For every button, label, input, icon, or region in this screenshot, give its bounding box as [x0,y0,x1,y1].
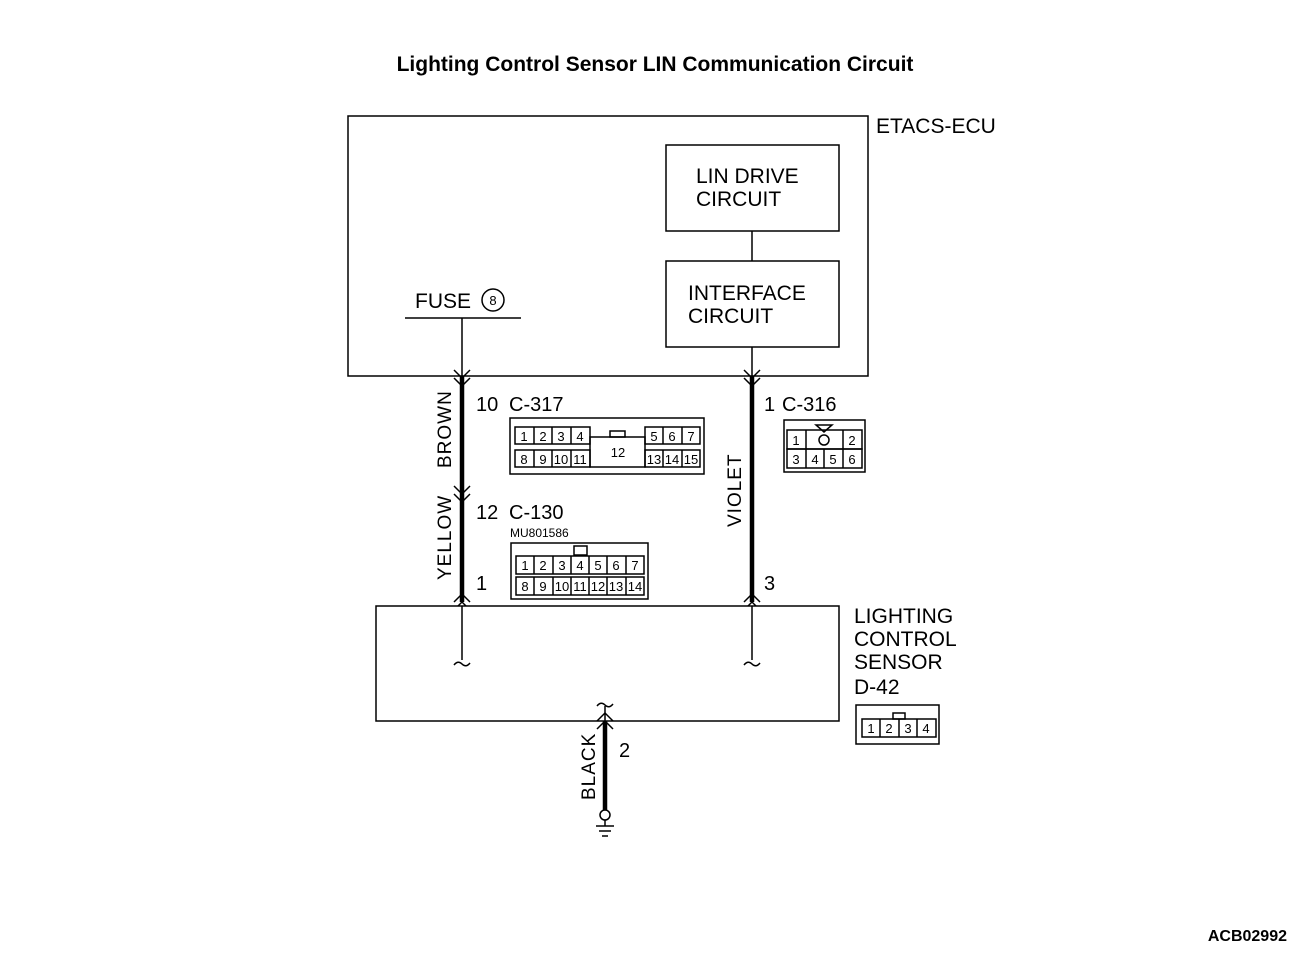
c316-connector-name: C-316 [782,394,836,416]
c130-cell: 3 [558,558,565,573]
c317-cell: 5 [650,429,657,444]
lin-drive-circuit-box [665,144,840,232]
ground-icon [596,820,614,837]
c130-cell: 12 [591,579,605,594]
connector-c317-lower-mark [453,377,471,388]
d42-cell: 1 [867,721,874,736]
connector-c316-upper-mark [743,369,761,380]
c130-cell: 13 [609,579,623,594]
c130-cell: 1 [521,558,528,573]
c130-pin-number: 12 [476,502,498,524]
c317-cell: 15 [684,452,698,467]
c316-cell: 1 [792,433,799,448]
c317-connector-name: C-317 [509,394,563,416]
c317-cell: 8 [520,452,527,467]
fuse-number-circle [481,288,505,312]
ground-pin-2: 2 [619,740,630,762]
c130-cell: 10 [555,579,569,594]
c317-cell: 6 [668,429,675,444]
diagram-title: Lighting Control Sensor LIN Communicatio… [397,53,914,76]
c130-cell: 9 [539,579,546,594]
figure-code: ACB02992 [1208,928,1287,945]
break-mark-left [453,661,471,667]
c130-cell: 8 [521,579,528,594]
d42-cell: 2 [885,721,892,736]
c317-cell: 14 [665,452,679,467]
sensor-pin-1: 1 [476,573,487,595]
fuse-label: FUSE [415,290,471,313]
d42-connector-name: D-42 [854,676,900,699]
sensor-right-pin-mark-1 [743,592,761,603]
c316-cell: 4 [811,452,818,467]
c130-cell: 14 [628,579,642,594]
lighting-control-sensor-box [375,605,840,722]
c317-cell: 9 [539,452,546,467]
d42-cell: 4 [922,721,929,736]
c130-part-number: MU801586 [510,526,569,540]
sensor-label-line3: SENSOR [854,651,943,674]
c130-cell: 5 [594,558,601,573]
wire-color-brown: BROWN [435,390,456,468]
sensor-label-line1: LIGHTING [854,605,953,628]
c130-cell: 2 [539,558,546,573]
c317-cell: 10 [554,452,568,467]
c316-cell: 2 [848,433,855,448]
break-mark-right [743,661,761,667]
c317-cell: 3 [557,429,564,444]
connector-c130-lower-mark [453,493,471,504]
break-mark-ground [596,702,614,708]
sensor-label-line2: CONTROL [854,628,957,651]
c316-connector-face [783,419,866,473]
ground-pin-mark-1 [596,711,614,722]
c317-cell: 1 [520,429,527,444]
connector-c130-upper-mark [453,485,471,496]
d42-connector-face [855,704,940,745]
c316-cell: 3 [792,452,799,467]
connector-c316-lower-mark [743,377,761,388]
lin-drive-label-line1: LIN DRIVE [696,165,799,188]
d42-cell: 3 [904,721,911,736]
wire-color-violet: VIOLET [725,453,746,527]
wire-color-yellow: YELLOW [435,495,456,580]
ground-terminal [599,809,611,821]
c130-cell: 6 [612,558,619,573]
wire-color-black: BLACK [579,733,600,800]
lin-drive-label-line2: CIRCUIT [696,188,781,211]
c317-cell: 7 [687,429,694,444]
c130-cell: 7 [631,558,638,573]
interface-label-line2: CIRCUIT [688,305,773,328]
c130-cell: 11 [573,579,587,594]
c317-cell: 13 [647,452,661,467]
c130-cell: 4 [576,558,583,573]
c317-pin-number: 10 [476,394,498,416]
etacs-ecu-label: ETACS-ECU [876,115,996,138]
c316-cell: 5 [829,452,836,467]
c316-cell: 6 [848,452,855,467]
sensor-left-pin-mark-1 [453,592,471,603]
fuse-number: 8 [489,293,496,308]
c317-cell: 4 [576,429,583,444]
sensor-pin-3: 3 [764,573,775,595]
c317-cell: 2 [539,429,546,444]
interface-label-line1: INTERFACE [688,282,806,305]
c317-cell: 11 [573,452,587,467]
connector-c317-upper-mark [453,369,471,380]
c316-pin-number: 1 [764,394,775,416]
c317-connector-face [509,417,705,475]
c317-cell: 12 [611,445,625,460]
c130-connector-face [510,542,649,600]
c130-connector-name: C-130 [509,502,563,524]
